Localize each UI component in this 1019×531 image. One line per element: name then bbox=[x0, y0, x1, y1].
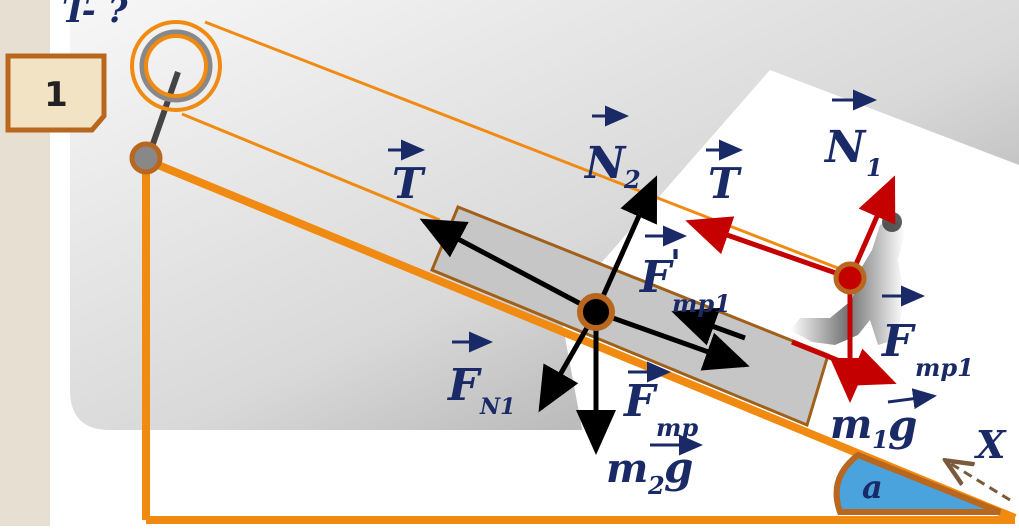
forces-body-2 bbox=[419, 175, 750, 455]
svg-text:g: g bbox=[664, 443, 693, 492]
angle-label: a bbox=[862, 468, 883, 506]
svg-text:1: 1 bbox=[872, 425, 889, 454]
label-F-N1: F N1 bbox=[446, 331, 515, 420]
svg-text:F: F bbox=[880, 316, 916, 367]
tension-force-arrow-right bbox=[685, 216, 851, 281]
svg-text:N: N bbox=[823, 122, 867, 173]
svg-text:N: N bbox=[583, 138, 627, 189]
svg-text:2: 2 bbox=[623, 165, 641, 194]
white-panel-back bbox=[560, 70, 1019, 526]
label-m2g: m 2 g bbox=[606, 434, 703, 500]
svg-text:': ' bbox=[670, 243, 681, 285]
label-N2: N 2 bbox=[583, 105, 641, 194]
svg-text:T: T bbox=[392, 159, 426, 208]
svg-text:T: T bbox=[708, 159, 742, 208]
page-number: 1 bbox=[44, 75, 68, 115]
svg-text:тр: тр bbox=[656, 413, 698, 442]
rope-lower bbox=[181, 112, 441, 222]
svg-text:тр1: тр1 bbox=[672, 289, 731, 318]
x-axis-label: X bbox=[974, 422, 1007, 467]
label-T-right: T bbox=[706, 139, 743, 208]
svg-text:1: 1 bbox=[866, 153, 883, 182]
x-axis-arrow bbox=[948, 462, 1011, 502]
normal-force-n1-arrow bbox=[847, 175, 896, 280]
friction-f-prime-arrow bbox=[671, 307, 746, 346]
rope-upper bbox=[204, 20, 849, 274]
question-text: T- ? bbox=[62, 0, 129, 31]
page-number-badge[interactable]: 1 bbox=[5, 53, 107, 133]
body-2-center bbox=[577, 293, 615, 331]
svg-text:g: g bbox=[888, 401, 917, 450]
svg-text:F: F bbox=[638, 252, 674, 303]
friction-ftr-arrow bbox=[595, 309, 750, 371]
forces-body-1 bbox=[685, 175, 897, 403]
svg-text:F: F bbox=[622, 376, 658, 427]
svg-text:m: m bbox=[606, 445, 648, 492]
angle-marker bbox=[833, 451, 1002, 515]
label-F-tr: F тр bbox=[622, 361, 698, 442]
friction-ftr1-arrow bbox=[791, 339, 897, 386]
normal-force-n2-arrow bbox=[593, 175, 658, 314]
label-F-tr1: F тр1 bbox=[880, 285, 974, 382]
white-panel-front bbox=[900, 215, 1019, 500]
label-T-left: T bbox=[388, 139, 426, 208]
svg-text:тр1: тр1 bbox=[915, 353, 974, 382]
svg-text:F: F bbox=[446, 360, 482, 411]
label-N1: N 1 bbox=[823, 89, 883, 182]
label-m1g: m 1 g bbox=[830, 388, 937, 454]
pulley bbox=[129, 20, 222, 175]
body-1-center bbox=[833, 261, 867, 295]
svg-text:N1: N1 bbox=[479, 394, 515, 420]
label-F-prime-tr1: F ' тр1 bbox=[638, 225, 731, 318]
tension-force-arrow-left bbox=[419, 218, 598, 315]
svg-text:2: 2 bbox=[647, 471, 665, 500]
svg-text:m: m bbox=[830, 401, 872, 448]
